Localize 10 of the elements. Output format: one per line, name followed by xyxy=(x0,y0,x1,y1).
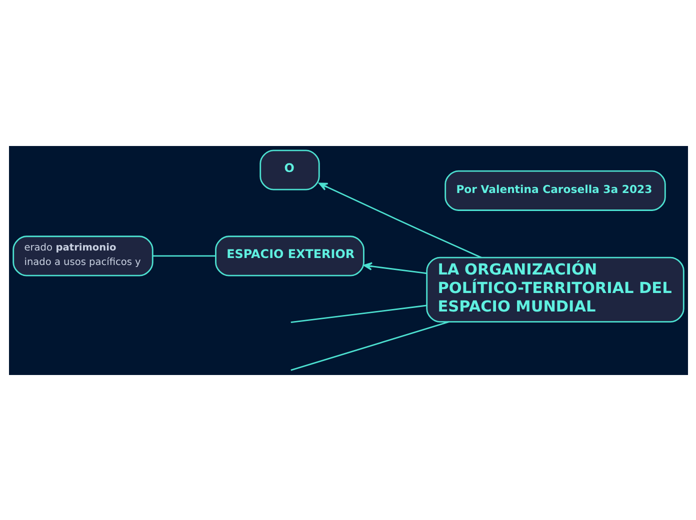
arrow xyxy=(362,262,426,274)
node-box: Por Valentina Carosella 3a 2023 xyxy=(444,170,666,210)
node-box: LA ORGANIZACIÓN POLÍTICO-TERRITORIAL DEL ESPACIO MUNDIAL xyxy=(426,256,684,322)
connector xyxy=(290,304,426,323)
node-box: erado patrimonio inado a usos pacíficos y xyxy=(12,235,153,276)
arrow xyxy=(318,182,482,258)
node-box: ESPACIO EXTERIOR xyxy=(214,235,364,276)
node-box: O xyxy=(259,149,320,190)
connector xyxy=(152,254,216,256)
connector xyxy=(290,320,449,370)
